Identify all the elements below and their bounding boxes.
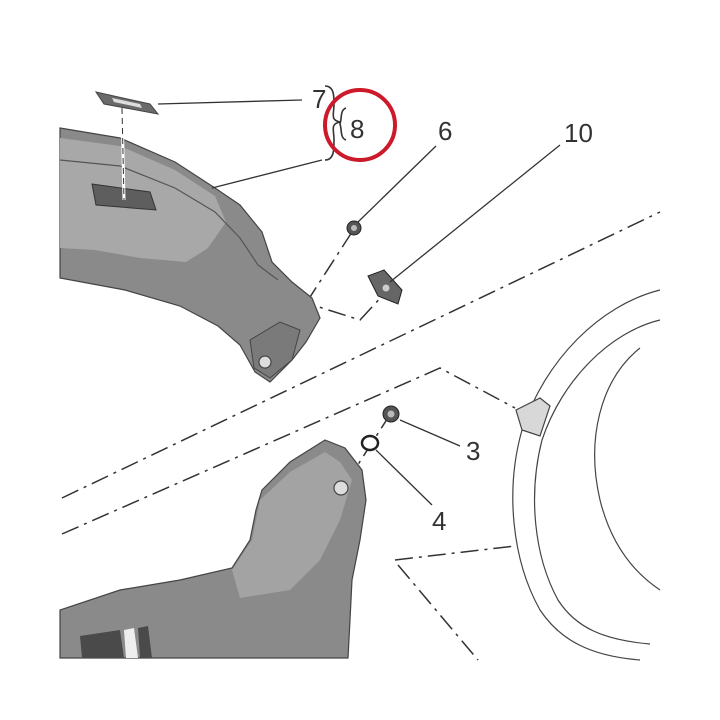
lower-trim-stripe-dark — [80, 630, 124, 658]
leader-10 — [389, 144, 561, 283]
housing-outer — [512, 289, 661, 661]
callout-label-3: 3 — [466, 436, 480, 466]
leader-lines — [157, 99, 561, 506]
part-4-washer — [360, 434, 380, 452]
leader-3 — [399, 419, 461, 447]
upper-trim-hole — [258, 355, 272, 369]
callout-label-6: 6 — [438, 116, 452, 146]
highlight-circle — [323, 88, 397, 162]
lower-trim-stripe-light — [124, 628, 138, 658]
housing-lens — [594, 347, 661, 591]
leader-8 — [211, 159, 323, 189]
part-7-stripe — [112, 98, 142, 108]
upper-trim-edge — [59, 159, 279, 281]
reference-line-lower — [61, 367, 516, 535]
lower-trim-stripe-dark-2 — [138, 626, 152, 658]
part-6-screw — [346, 220, 362, 236]
part-3-head-inner — [387, 410, 395, 418]
part-4-ring — [360, 434, 380, 452]
callout-label-7: 7 — [312, 84, 326, 114]
part-6-head-inner — [351, 225, 357, 231]
right-housing — [512, 289, 661, 661]
part-3-screw — [382, 405, 400, 423]
leader-4 — [375, 449, 433, 506]
part-10-hole — [382, 284, 390, 292]
callout-label-4: 4 — [432, 506, 446, 536]
part-10-clip — [367, 269, 403, 305]
reference-line-bottom — [394, 545, 516, 561]
part-7-strip — [94, 91, 160, 201]
leader-6 — [357, 145, 437, 223]
lower-trim-panel — [59, 439, 367, 659]
reference-line-clip — [296, 293, 385, 321]
leader-7 — [157, 99, 303, 105]
lower-trim-hole — [333, 480, 349, 496]
brace-inner — [339, 107, 347, 141]
callout-label-10: 10 — [564, 118, 593, 148]
housing-tab — [515, 397, 551, 437]
lower-trim-highlight — [232, 452, 352, 598]
reference-line-upper — [61, 211, 661, 499]
part-7-guide-dash — [121, 107, 125, 201]
upper-trim-panel — [59, 127, 321, 383]
callout-label-8: 8 — [350, 114, 364, 144]
reference-line-diagonal — [397, 564, 479, 661]
housing-inner — [534, 319, 661, 645]
